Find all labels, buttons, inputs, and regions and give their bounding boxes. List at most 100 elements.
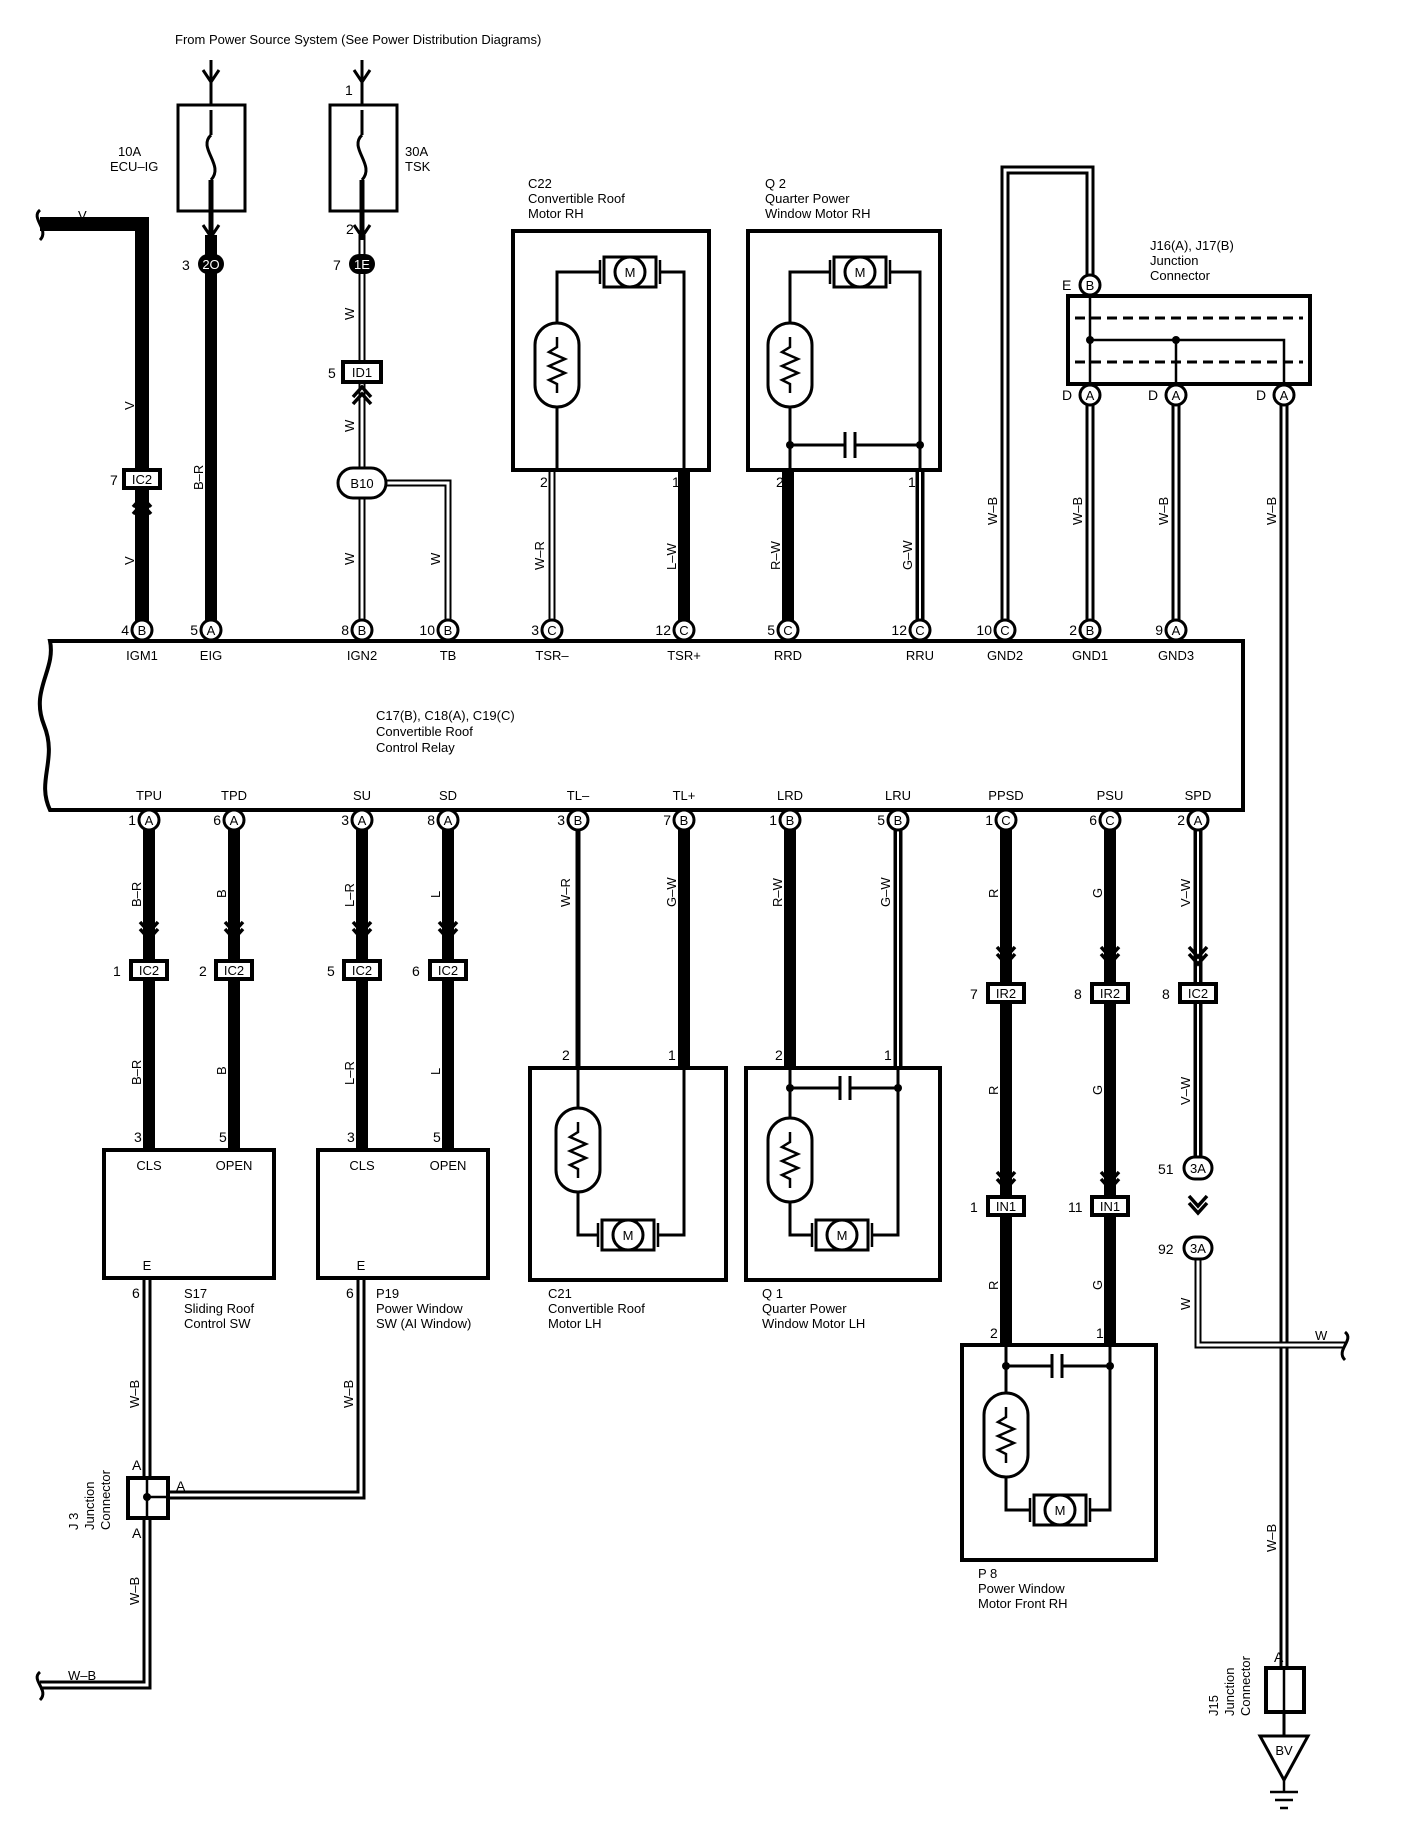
svg-text:Convertible Roof: Convertible Roof: [528, 191, 625, 206]
svg-text:M: M: [837, 1228, 848, 1243]
svg-text:R: R: [986, 1281, 1001, 1290]
svg-text:7: 7: [333, 257, 341, 273]
svg-text:C: C: [1001, 813, 1010, 828]
resistor-icon: [982, 1391, 1030, 1479]
svg-text:W–B: W–B: [985, 497, 1000, 525]
svg-text:Junction: Junction: [1150, 253, 1198, 268]
svg-text:B10: B10: [350, 476, 373, 491]
svg-text:Q 2: Q 2: [765, 176, 786, 191]
svg-text:1: 1: [1096, 1325, 1104, 1341]
svg-text:3: 3: [531, 622, 539, 638]
svg-text:Junction: Junction: [1222, 1668, 1237, 1716]
svg-text:ID1: ID1: [352, 365, 372, 380]
svg-text:C: C: [783, 623, 792, 638]
svg-text:SPD: SPD: [1185, 788, 1212, 803]
svg-text:6: 6: [132, 1285, 140, 1301]
svg-text:2: 2: [540, 474, 548, 490]
svg-text:P19: P19: [376, 1286, 399, 1301]
svg-text:1: 1: [970, 1199, 978, 1215]
svg-text:PSU: PSU: [1097, 788, 1124, 803]
svg-text:V–W: V–W: [1178, 1076, 1193, 1105]
svg-text:PPSD: PPSD: [988, 788, 1023, 803]
svg-text:L: L: [428, 891, 443, 898]
svg-text:G: G: [1090, 1085, 1105, 1095]
svg-text:GND3: GND3: [1158, 648, 1194, 663]
p8-power-window-motor-front-rh: M 2 1 P 8 Power Window Motor Front RH: [960, 1325, 1158, 1611]
svg-text:D: D: [1148, 387, 1158, 403]
svg-text:5: 5: [433, 1129, 441, 1145]
continuation-v-icon: [35, 208, 45, 242]
svg-text:L–R: L–R: [342, 1061, 357, 1085]
svg-text:TB: TB: [440, 648, 457, 663]
svg-text:7: 7: [663, 812, 671, 828]
svg-text:TPD: TPD: [221, 788, 247, 803]
svg-text:TPU: TPU: [136, 788, 162, 803]
q2-quarter-window-motor-rh: Q 2 Quarter Power Window Motor RH M 2 1: [746, 176, 942, 490]
svg-text:5: 5: [327, 963, 335, 979]
svg-text:SW (AI Window): SW (AI Window): [376, 1316, 471, 1331]
svg-text:6: 6: [213, 812, 221, 828]
svg-text:B: B: [214, 1066, 229, 1075]
svg-text:8: 8: [1074, 986, 1082, 1002]
svg-text:B: B: [444, 623, 453, 638]
svg-text:3: 3: [341, 812, 349, 828]
svg-text:10: 10: [976, 622, 992, 638]
svg-text:M: M: [623, 1228, 634, 1243]
svg-text:51: 51: [1158, 1161, 1174, 1177]
svg-text:Connector: Connector: [98, 1469, 113, 1530]
svg-text:2: 2: [990, 1325, 998, 1341]
svg-text:Quarter Power: Quarter Power: [765, 191, 850, 206]
svg-text:TSR–: TSR–: [535, 648, 569, 663]
svg-text:V: V: [122, 556, 137, 565]
svg-text:IC2: IC2: [352, 963, 372, 978]
svg-text:W–B: W–B: [127, 1380, 142, 1408]
svg-text:Motor Front RH: Motor Front RH: [978, 1596, 1068, 1611]
svg-text:E: E: [357, 1258, 366, 1273]
svg-text:C: C: [1105, 813, 1114, 828]
svg-text:Connector: Connector: [1238, 1655, 1253, 1716]
wire-labels-bottom: B–R B L–R L W–R G–W R–W G–W R G V–W B–R …: [68, 877, 1328, 1683]
svg-text:R: R: [986, 889, 1001, 898]
svg-text:BV: BV: [1275, 1743, 1293, 1758]
svg-text:5: 5: [877, 812, 885, 828]
svg-text:A: A: [1274, 1649, 1284, 1665]
svg-text:1: 1: [672, 474, 680, 490]
bottom-connectors: IC2 1 IC2 2 IC2 5 IC2 6 IR2 7 IR2 8 IC2 …: [113, 920, 1218, 1261]
connector-1E: 1E 7: [333, 254, 375, 274]
c22-motor-rh: C22 Convertible Roof Motor RH M 2 1: [511, 176, 711, 490]
svg-text:2: 2: [776, 474, 784, 490]
svg-text:W–B: W–B: [1156, 497, 1171, 525]
svg-text:A: A: [176, 1478, 186, 1494]
svg-text:L–W: L–W: [664, 543, 679, 570]
svg-text:B–R: B–R: [191, 465, 206, 490]
svg-text:7: 7: [970, 986, 978, 1002]
relay-top-terminals: B4IGM1A5EIGB8IGN2B10TBC3TSR–C12TSR+C5RRD…: [121, 618, 1194, 663]
svg-text:W–B: W–B: [68, 1668, 96, 1683]
svg-text:CLS: CLS: [136, 1158, 162, 1173]
svg-text:B: B: [894, 813, 903, 828]
svg-text:5: 5: [767, 622, 775, 638]
svg-text:OPEN: OPEN: [216, 1158, 253, 1173]
svg-text:TL–: TL–: [567, 788, 590, 803]
svg-text:W–B: W–B: [1070, 497, 1085, 525]
svg-text:M: M: [1055, 1503, 1066, 1518]
svg-text:Sliding Roof: Sliding Roof: [184, 1301, 254, 1316]
svg-text:A: A: [145, 813, 154, 828]
svg-text:B: B: [1086, 278, 1095, 293]
svg-text:1: 1: [908, 474, 916, 490]
svg-text:1: 1: [345, 82, 353, 98]
svg-text:IGM1: IGM1: [126, 648, 158, 663]
svg-text:B: B: [786, 813, 795, 828]
svg-text:A: A: [132, 1525, 142, 1541]
svg-text:3A: 3A: [1190, 1161, 1206, 1176]
svg-text:Control Relay: Control Relay: [376, 740, 455, 755]
svg-text:2: 2: [1069, 622, 1077, 638]
svg-text:G–W: G–W: [900, 540, 915, 570]
wire-w-b-gnd2: [1000, 165, 1095, 630]
svg-text:C: C: [915, 623, 924, 638]
